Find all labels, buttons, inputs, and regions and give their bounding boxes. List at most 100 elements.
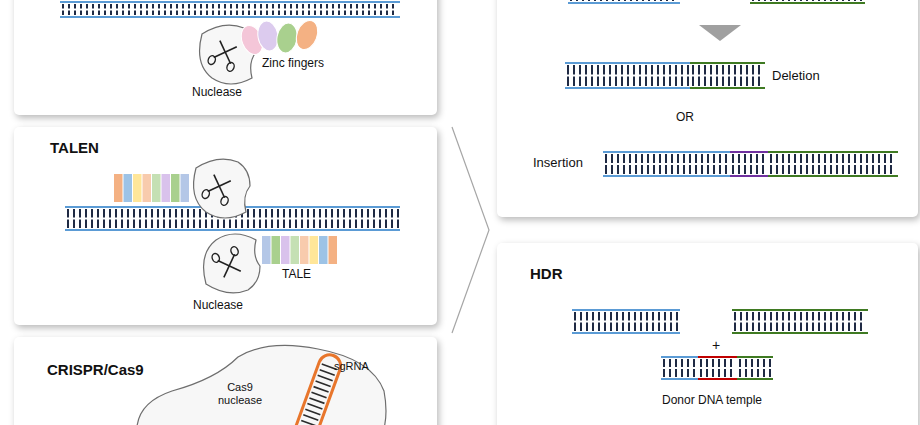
base-pair xyxy=(573,77,575,87)
strand xyxy=(60,16,400,18)
base-pair xyxy=(675,65,677,75)
base-pair xyxy=(818,323,820,332)
base-pair xyxy=(752,65,754,75)
base-pair xyxy=(830,154,832,163)
base-pair xyxy=(646,312,648,321)
base-pair xyxy=(669,369,671,377)
base-pair xyxy=(211,220,213,229)
base-pair xyxy=(681,77,683,87)
base-pair xyxy=(776,323,778,332)
base-pair xyxy=(758,77,760,87)
base-pair xyxy=(854,312,856,321)
base-pair xyxy=(343,220,345,229)
base-pair xyxy=(170,11,172,16)
base-pair xyxy=(121,220,123,229)
base-pair xyxy=(770,0,772,1)
base-pair xyxy=(320,11,322,16)
panel-heading: TALEN xyxy=(50,139,99,156)
tale-repeat xyxy=(143,174,152,202)
base-pair xyxy=(373,220,375,229)
base-pair xyxy=(836,323,838,332)
base-pair xyxy=(379,209,381,218)
base-pair xyxy=(188,11,190,16)
sgrna-base-pair xyxy=(320,370,335,375)
base-pair xyxy=(842,312,844,321)
base-pair xyxy=(854,0,856,1)
base-pair xyxy=(770,154,772,163)
base-pair xyxy=(860,0,862,1)
cas9-outline xyxy=(137,345,386,425)
handle xyxy=(201,189,211,200)
base-pair xyxy=(669,359,671,367)
base-pair xyxy=(567,77,569,87)
base-pair xyxy=(676,312,678,321)
base-pair xyxy=(666,0,668,1)
base-pair xyxy=(756,165,758,174)
base-pair xyxy=(670,312,672,321)
base-pair xyxy=(724,359,726,367)
base-pair xyxy=(110,4,112,9)
base-pair xyxy=(247,209,249,218)
base-pair xyxy=(629,165,631,174)
base-pair xyxy=(794,154,796,163)
base-pair xyxy=(254,4,256,9)
base-pair xyxy=(695,154,697,163)
base-pair xyxy=(133,209,135,218)
base-pair xyxy=(609,77,611,87)
strand xyxy=(60,1,400,3)
strand xyxy=(768,175,898,177)
base-pair xyxy=(842,165,844,174)
base-pair xyxy=(283,220,285,229)
base-pair xyxy=(728,77,730,87)
base-pair xyxy=(319,220,321,229)
base-pair xyxy=(116,4,118,9)
base-pair xyxy=(176,4,178,9)
base-pair xyxy=(392,4,394,9)
base-pair xyxy=(683,165,685,174)
base-pair xyxy=(750,165,752,174)
base-pair xyxy=(812,0,814,1)
base-pair xyxy=(314,4,316,9)
base-pair xyxy=(157,220,159,229)
base-pair xyxy=(734,65,736,75)
base-pair xyxy=(878,165,880,174)
base-pair xyxy=(217,220,219,229)
base-pair xyxy=(782,312,784,321)
base-pair xyxy=(854,323,856,332)
base-pair xyxy=(349,220,351,229)
base-pair xyxy=(732,154,734,163)
base-pair xyxy=(681,369,683,377)
base-pair xyxy=(622,312,624,321)
part-label: TALE xyxy=(282,268,311,282)
base-pair xyxy=(818,165,820,174)
base-pair xyxy=(665,154,667,163)
base-pair xyxy=(836,312,838,321)
base-pair xyxy=(745,369,747,377)
scissors-icon xyxy=(211,246,245,279)
base-pair xyxy=(278,11,280,16)
base-pair xyxy=(640,323,642,332)
base-pair xyxy=(230,4,232,9)
base-pair xyxy=(890,165,892,174)
base-pair xyxy=(764,323,766,332)
base-pair xyxy=(645,65,647,75)
base-pair xyxy=(806,323,808,332)
base-pair xyxy=(788,154,790,163)
base-pair xyxy=(176,11,178,16)
base-pair xyxy=(788,0,790,1)
base-pair xyxy=(229,220,231,229)
base-pair xyxy=(140,4,142,9)
blade xyxy=(214,41,237,64)
base-pair xyxy=(579,65,581,75)
base-pair xyxy=(110,11,112,16)
base-pair xyxy=(253,209,255,218)
base-pair xyxy=(301,209,303,218)
base-pair xyxy=(806,312,808,321)
base-pair xyxy=(671,154,673,163)
tale-repeat xyxy=(152,174,161,202)
base-pair xyxy=(386,11,388,16)
base-pair xyxy=(627,77,629,87)
base-pair xyxy=(170,4,172,9)
base-pair xyxy=(205,220,207,229)
nuclease-outline xyxy=(204,234,260,293)
